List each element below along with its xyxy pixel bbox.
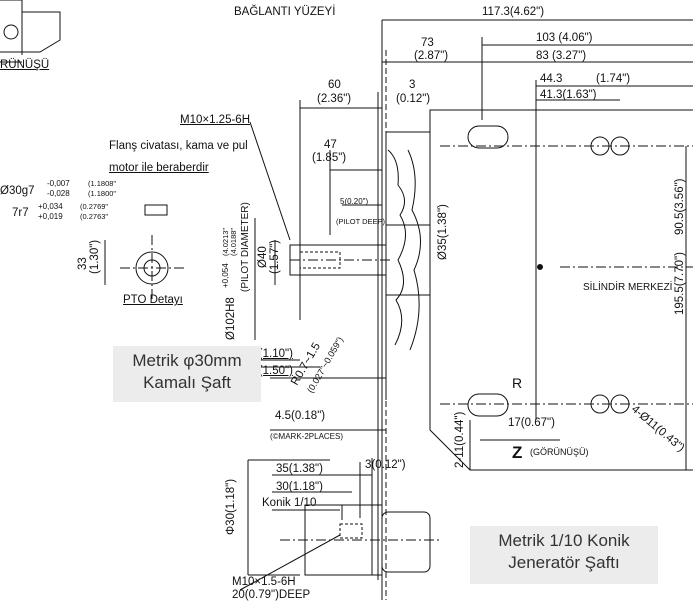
taper-shaft <box>239 458 440 591</box>
partial-view-title: RÜNÜŞÜ <box>0 59 50 71</box>
dim-30b: 30(1.18") <box>276 481 323 493</box>
dim-45: 4.5(0.18") <box>275 410 326 422</box>
pto-detail <box>104 204 185 300</box>
pilot-deep: (PILOT DEEP) <box>336 217 386 226</box>
dim-117: 117.3(4.62") <box>482 6 545 18</box>
dim-443: 44.3 <box>540 73 563 85</box>
tol-7-inch-upper: (0.2769" <box>80 202 109 211</box>
z-view-label: (GÖRÜNÜŞÜ) <box>530 447 589 457</box>
dim-28: 28(1.10") <box>246 348 293 360</box>
engine-body <box>385 109 693 471</box>
dim-38: 38(1.50") <box>246 365 293 377</box>
metric-shaft-line-2: Kamalı Şaft <box>143 373 231 392</box>
dim-47: 47 <box>324 139 337 151</box>
tol-7: 7r7 <box>12 207 29 219</box>
dim-3-inch: (0.12") <box>396 93 431 105</box>
partial-side-view <box>0 0 61 63</box>
thread-depth: 20(0.79")DEEP <box>232 589 311 601</box>
conic-shaft-line-2: Jeneratör Şaftı <box>508 553 620 572</box>
tol-30-inch-lower: (1.1800" <box>88 189 117 198</box>
dim-413: 41.3(1.63") <box>540 89 597 101</box>
dim-103: 103 (4.06") <box>536 32 593 44</box>
dim-33: 33 <box>77 257 89 270</box>
pilot-diameter-tol: +0,054 <box>221 263 230 288</box>
dim-17: 17(0.67") <box>508 417 555 429</box>
pto-detail-label: PTO Detayı <box>123 294 183 306</box>
dim-35: Ø35(1.38") <box>437 204 449 260</box>
dim-47-inch: (1.85") <box>312 152 347 164</box>
tol-7-upper: +0,034 <box>38 202 63 211</box>
taper-label: Konik 1/10 <box>262 497 317 509</box>
dim-174: (1.74") <box>596 73 631 85</box>
conic-shaft-line-1: Metrik 1/10 Konik <box>498 531 630 550</box>
dim-905: 90.5(3.56") <box>674 178 686 235</box>
dim-40-inch: (1.57") <box>269 239 281 274</box>
dim-60: 60 <box>328 79 341 91</box>
cylinder-center: SİLİNDİR MERKEZİ <box>583 282 673 293</box>
note-line-2: motor ile beraberdir <box>109 162 209 174</box>
metric-shaft-line-1: Metrik φ30mm <box>132 351 242 370</box>
dim-33-inch: (1.30") <box>89 239 101 274</box>
dim-73-inch: (2.87") <box>414 50 449 62</box>
tol-30: Ø30g7 <box>0 185 35 197</box>
tol-7-inch-lower: (0.2763" <box>80 212 109 221</box>
pto-shaft <box>289 224 431 296</box>
thread-top: M10×1.25-6H <box>180 114 250 126</box>
dim-3: 3 <box>409 79 416 91</box>
dim-5: 5(0.20") <box>340 197 369 206</box>
dim-40: Ø40 <box>257 246 269 268</box>
phi-30: Φ30(1.18") <box>225 478 237 535</box>
thread-bottom: M10×1.5-6H <box>232 576 296 588</box>
dim-83: 83 (3.27") <box>536 50 587 62</box>
dim-35b: 35(1.38") <box>276 463 323 475</box>
dim-211: 2-11(0.44") <box>454 411 466 468</box>
metric-shaft-callout: Metrik φ30mm Kamalı Şaft <box>113 346 261 402</box>
mark-places: (©MARK-2PLACES) <box>270 432 344 441</box>
tol-30-upper: -0,007 <box>47 179 70 188</box>
dim-73: 73 <box>421 37 434 49</box>
radius-r: R <box>512 375 523 391</box>
dim-1955: 195.5(7.70") <box>674 252 686 315</box>
dim-3b: 3(0.12") <box>365 459 406 471</box>
pilot-diameter-label: (PILOT DIAMETER) <box>240 202 251 292</box>
z-view-letter: Z <box>512 443 523 462</box>
connection-surface-label: BAĞLANTI YÜZEYİ <box>234 6 336 18</box>
note-line-1: Flanş civatası, kama ve pul <box>109 140 248 152</box>
pilot-diameter-inch-lower: (4.0188" <box>229 227 238 256</box>
conic-shaft-callout: Metrik 1/10 Konik Jeneratör Şaftı <box>470 526 658 584</box>
tol-7-lower: +0,019 <box>38 212 63 221</box>
pilot-diameter: Ø102H8 <box>225 297 237 340</box>
dim-60-inch: (2.36") <box>317 93 352 105</box>
tol-30-inch-upper: (1.1808" <box>88 179 117 188</box>
tol-30-lower: -0,028 <box>47 189 70 198</box>
